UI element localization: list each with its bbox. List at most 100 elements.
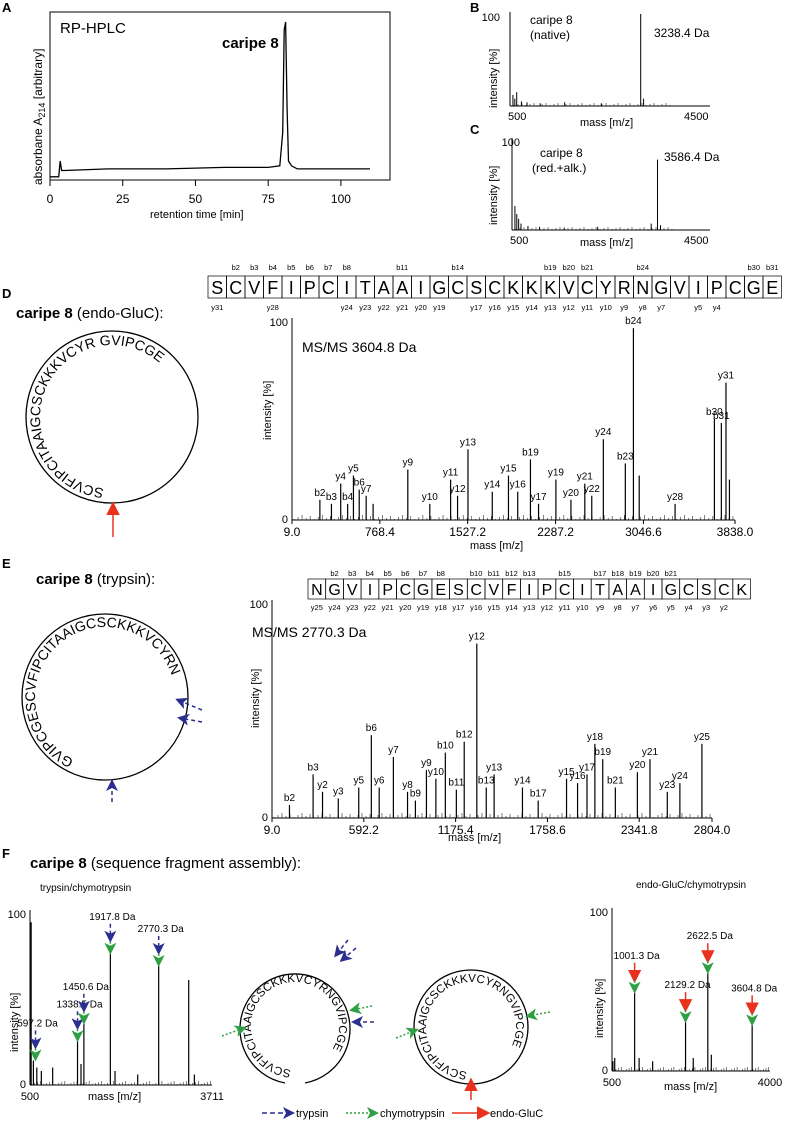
x-tick-label: 3046.6: [625, 525, 662, 539]
y-tick-label: 100: [270, 317, 288, 329]
x-axis-label-a: retention time [min]: [150, 209, 244, 221]
b-ion-label: b21: [581, 263, 594, 272]
chymotrypsin-arrow-f1: [349, 1002, 373, 1015]
panel-letter-e: E: [2, 556, 11, 571]
residue: C: [488, 278, 501, 298]
precursor-e: MS/MS 2770.3 Da: [252, 624, 367, 640]
fragment-mass-label: 1917.8 Da: [89, 912, 136, 923]
sample-name-b: caripe 8: [530, 13, 573, 27]
chymotrypsin-arrow-f4: [395, 1027, 419, 1039]
y-ion-label: y23: [346, 603, 358, 612]
fragment-mass-label: 2129.2 Da: [664, 980, 711, 991]
left-subtitle-f: trypsin/chymotrypsin: [40, 883, 131, 894]
x-min-label: 500: [603, 1077, 621, 1089]
y-ion-label: y4: [713, 303, 721, 312]
y-ion-label: y9: [620, 303, 628, 312]
y-ion-label: y13: [544, 303, 556, 312]
y-ion-label: y21: [382, 603, 394, 612]
fragment-label: b31: [713, 411, 730, 422]
residue: N: [636, 278, 649, 298]
y-ion-label: y28: [267, 303, 279, 312]
residue: K: [507, 278, 519, 298]
y-ion-label: y3: [702, 603, 710, 612]
y-ion-label: y23: [359, 303, 371, 312]
y-ion-label: y22: [364, 603, 376, 612]
y-axis-label-c: intensity [%]: [488, 166, 500, 225]
fragment-label: b6: [366, 723, 378, 734]
fragment-label: y2: [317, 780, 328, 791]
x-tick-label-a: 0: [47, 192, 54, 206]
residue: V: [489, 582, 500, 599]
legend-gluc-label: endo-GluC: [490, 1108, 543, 1120]
y-ion-label: y20: [415, 303, 427, 312]
b-ion-label: b8: [437, 569, 445, 578]
y-ion-label: y8: [639, 303, 647, 312]
y-axis-label-b: intensity [%]: [488, 49, 500, 108]
fragment-label: y10: [428, 767, 445, 778]
y-ion-label: y22: [378, 303, 390, 312]
y-ion-label: y4: [685, 603, 693, 612]
fragment-label: y13: [460, 437, 477, 448]
residue: V: [248, 278, 260, 298]
fragment-label: y28: [667, 492, 684, 503]
fragment-label: y12: [449, 484, 466, 495]
x-tick-label-a: 50: [189, 192, 203, 206]
y-ion-label: y18: [435, 603, 447, 612]
y-tick-label: 0: [20, 1079, 26, 1091]
x-axis-label-d: mass [m/z]: [470, 540, 523, 552]
mass-label-c: 3586.4 Da: [664, 150, 720, 164]
residue: V: [563, 278, 575, 298]
spectrum-b: [512, 14, 671, 106]
x-tick-label: 2287.2: [537, 525, 574, 539]
fragment-label: y23: [659, 780, 676, 791]
residue: K: [526, 278, 538, 298]
fragment-label: y15: [558, 767, 575, 778]
fragment-label: b17: [530, 789, 547, 800]
residue: I: [651, 582, 655, 599]
trypsin-arrow-f2: [339, 947, 357, 962]
b-ion-label: b19: [629, 569, 642, 578]
y-tick-label: 100: [8, 909, 26, 921]
y-ion-label: y31: [211, 303, 223, 312]
panel-f: F caripe 8 (sequence fragment assembly):…: [2, 846, 782, 1120]
panel-a: A RP-HPLC caripe 8 absorbane A214 [arbit…: [2, 0, 391, 221]
x-tick-label: 768.4: [365, 525, 395, 539]
residue: F: [267, 278, 278, 298]
b-ion-label: b6: [401, 569, 409, 578]
y-tick-label: 0: [282, 514, 288, 526]
y-ion-label: y13: [523, 603, 535, 612]
residue: K: [736, 582, 747, 599]
cyclic-peptide-ring-e: [21, 613, 189, 781]
y-axis-label-f-left: intensity [%]: [9, 993, 21, 1052]
residue: I: [580, 582, 584, 599]
residue: G: [747, 278, 761, 298]
y-ion-label: y21: [396, 303, 408, 312]
b-ion-label: b20: [647, 569, 660, 578]
residue: A: [612, 582, 623, 599]
legend-chymotrypsin-label: chymotrypsin: [380, 1108, 445, 1120]
fragment-mass-label: 1450.6 Da: [63, 982, 110, 993]
y-ion-label: y19: [417, 603, 429, 612]
y-ion-label: y6: [649, 603, 657, 612]
panel-title-d: caripe 8 (endo-GluC):: [16, 305, 164, 322]
x-tick-label: 1758.6: [529, 823, 566, 837]
fragment-label: b19: [522, 447, 539, 458]
peak-label: caripe 8: [222, 35, 279, 52]
residue: C: [322, 278, 335, 298]
y-tick-label: 100: [590, 907, 608, 919]
fragment-label: y7: [361, 484, 372, 495]
residue: P: [542, 582, 553, 599]
y-axis-label-d: intensity [%]: [262, 381, 274, 440]
cyclic-peptide-ring-d: [25, 330, 199, 504]
x-axis-label-c: mass [m/z]: [580, 237, 633, 249]
y-ion-label: y9: [596, 603, 604, 612]
b-ion-label: b13: [523, 569, 536, 578]
residue: I: [368, 582, 372, 599]
y-ion-label: y25: [311, 603, 323, 612]
fragment-label: y19: [548, 468, 565, 479]
